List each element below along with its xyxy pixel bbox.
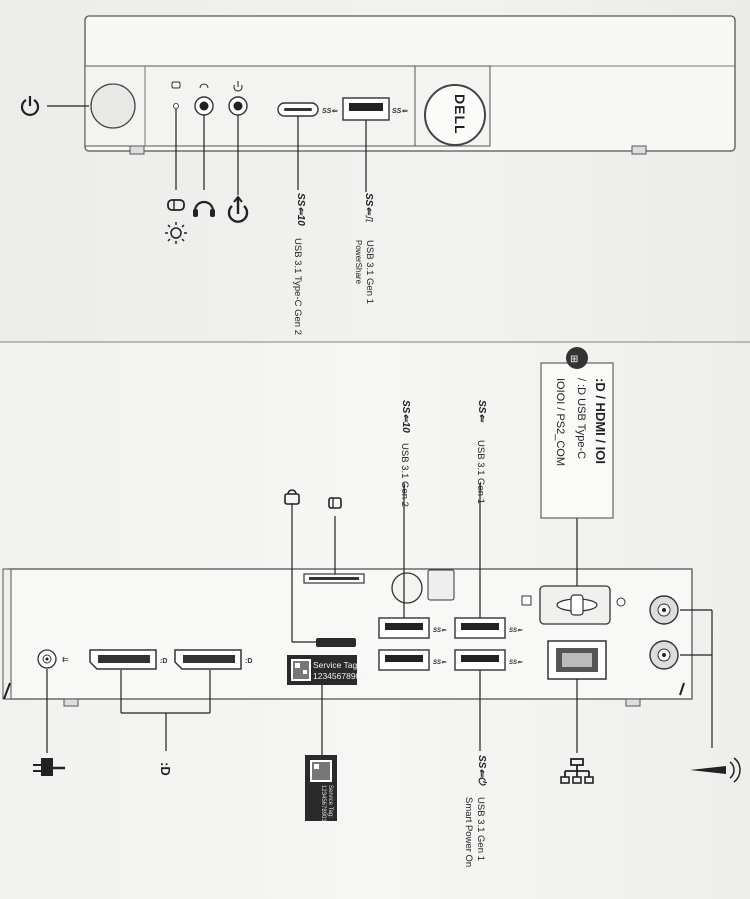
front-panel-drawing: SS⇐ SS⇐ xyxy=(20,15,736,244)
sd-small-icon xyxy=(328,497,342,509)
usb-smart-label: USB 3.1 Gen 1 xyxy=(475,797,486,861)
option-line-2: / :D USB Type-C xyxy=(575,378,587,460)
svg-text:SS⇐: SS⇐ xyxy=(509,628,523,634)
security-lock-slot xyxy=(316,638,356,647)
option-box xyxy=(540,362,614,519)
chassis-foot xyxy=(63,698,79,707)
usb-c-ss-label: SS⇐10 xyxy=(295,193,306,226)
lineout-icon xyxy=(227,195,249,223)
svg-text:SS⇐: SS⇐ xyxy=(433,660,447,666)
svg-text:SS⇐: SS⇐ xyxy=(433,628,447,634)
option-line-1: :D / HDMI / IOI xyxy=(593,378,608,464)
lineout-small-icon xyxy=(233,81,243,92)
chassis-foot xyxy=(625,698,641,707)
usb-gen1-label: USB 3.1 Gen 1 xyxy=(475,440,486,504)
antenna-icon xyxy=(690,757,741,783)
power-icon xyxy=(20,96,40,117)
dell-logo-text: DELL xyxy=(452,94,468,135)
chassis-foot xyxy=(129,145,145,155)
usb-a-ss-label: SS⇐⎍ xyxy=(363,193,374,222)
usb-smart-ss-label: SS⇐⏻ xyxy=(476,755,487,785)
service-tag-title: Service Tag: xyxy=(313,660,360,670)
option-line-3: IOIOI / PS2_COM xyxy=(554,378,566,467)
usb-a-sublabel: PowerShare xyxy=(354,240,363,285)
brightness-icon xyxy=(165,222,187,244)
hdd-icon xyxy=(167,199,185,211)
service-tag-icon-value: 12345678901 xyxy=(320,785,326,822)
rear-panel-drawing: ⇇ :D :D xyxy=(2,347,741,821)
svg-text::D: :D xyxy=(160,658,167,665)
usb-c-ss-icon: SS⇐ xyxy=(322,108,338,115)
chassis-foot xyxy=(631,145,647,155)
lock-small-icon xyxy=(284,489,300,505)
svg-text:SS⇐: SS⇐ xyxy=(509,660,523,666)
power-plug-icon xyxy=(33,758,65,776)
usb-gen2-label: USB 3.1 Gen 2 xyxy=(399,443,410,507)
displayport-icon: :D xyxy=(158,762,173,776)
usb-c-label: USB 3.1 Type-C Gen 2 xyxy=(292,238,303,335)
hdd-small-icon xyxy=(171,81,181,89)
usb-gen2-ss-label: SS⇐10 xyxy=(400,400,411,433)
power-button xyxy=(90,83,136,129)
usb-a-label: USB 3.1 Gen 1 xyxy=(364,240,375,304)
headset-icon xyxy=(193,200,215,217)
activity-led xyxy=(173,103,179,109)
svg-text:⊞: ⊞ xyxy=(570,354,578,365)
headset-small-icon xyxy=(199,83,209,89)
usb-a-ss-icon: SS⇐ xyxy=(392,108,408,115)
svg-text:⇇: ⇇ xyxy=(62,655,69,664)
network-icon xyxy=(560,758,594,784)
panel-divider xyxy=(0,341,750,343)
option-cart-icon xyxy=(566,347,588,369)
service-tag-value: 12345678901 xyxy=(313,671,366,681)
usb-gen1-ss-label: SS⇐ xyxy=(476,400,487,422)
svg-text::D: :D xyxy=(245,658,252,665)
usb-smart-sublabel: Smart Power On xyxy=(463,797,474,868)
padlock-ring xyxy=(391,572,423,604)
dell-logo xyxy=(424,84,486,146)
service-tag-icon-title: Service Tag: xyxy=(327,785,333,818)
